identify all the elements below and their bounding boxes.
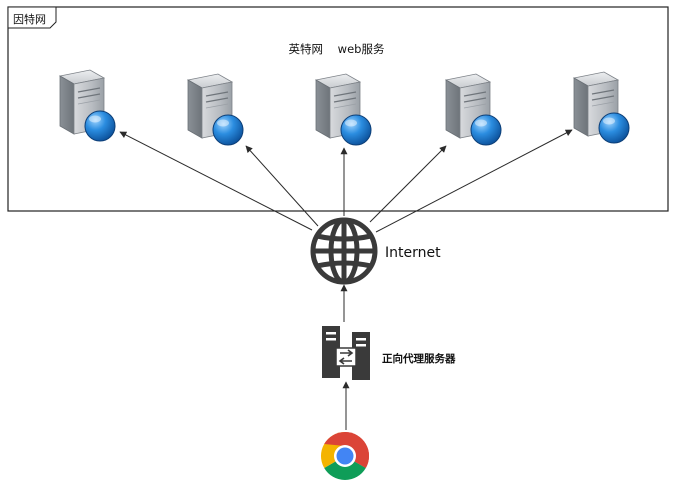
arrow-internet-to-server-2 (245, 145, 319, 227)
frame-label-tab (7, 6, 57, 29)
proxy-server-icon (322, 326, 370, 380)
frame-label: 因特网 (13, 13, 46, 26)
arrow-internet-to-server-4 (369, 145, 447, 223)
globe-icon (310, 217, 378, 285)
chrome-browser-icon (320, 432, 370, 481)
internet-label: Internet (385, 245, 441, 261)
proxy-label: 正向代理服务器 (382, 353, 456, 365)
arrow-internet-to-server-1 (119, 131, 313, 231)
arrow-internet-to-server-5 (375, 129, 573, 233)
frame-title: 英特网 web服务 (288, 42, 385, 56)
